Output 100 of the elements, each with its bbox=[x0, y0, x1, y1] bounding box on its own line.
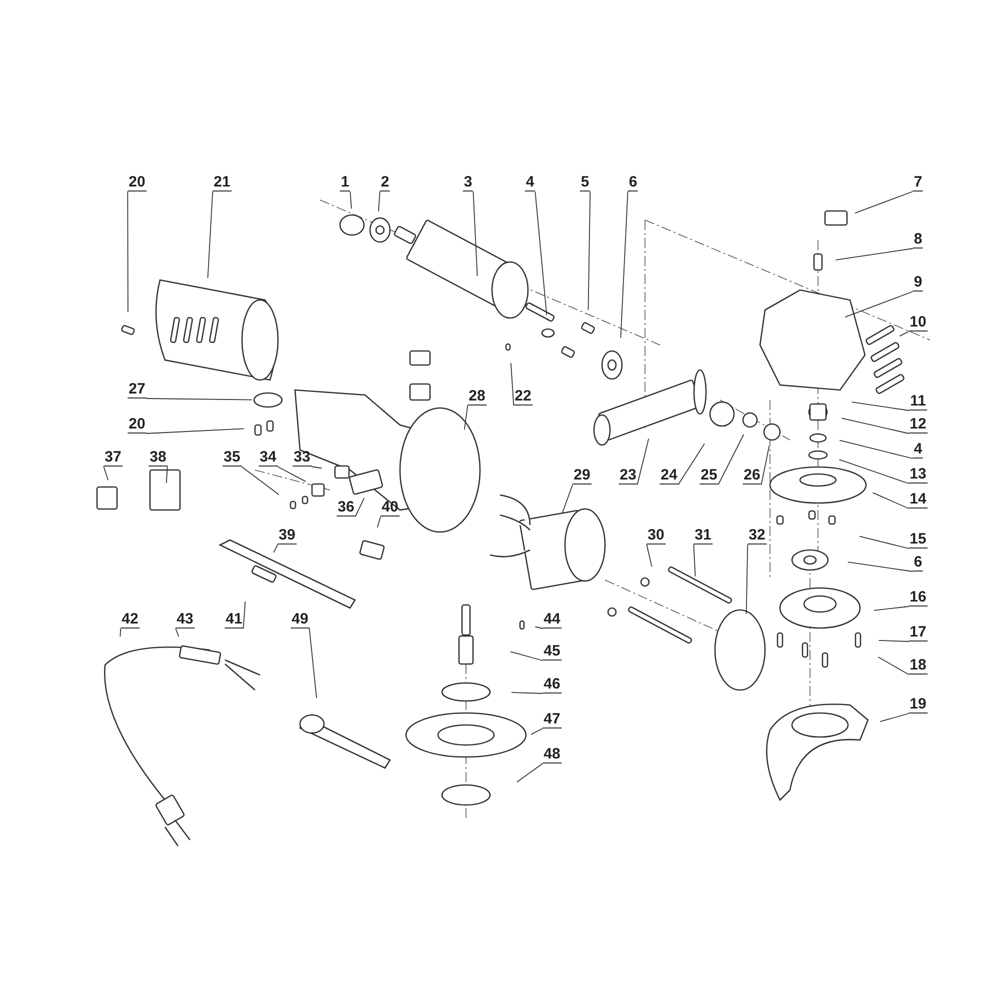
callout-number: 38 bbox=[148, 450, 168, 466]
callout-number: 16 bbox=[908, 590, 928, 606]
callout-number: 11 bbox=[909, 394, 927, 410]
callout-number: 48 bbox=[542, 746, 562, 764]
leader-line bbox=[678, 443, 705, 485]
leader-line bbox=[510, 651, 544, 661]
callout-number: 2 bbox=[380, 174, 390, 192]
callout-number: 43 bbox=[176, 612, 194, 628]
leader-line bbox=[899, 331, 910, 336]
leader-line bbox=[636, 438, 650, 485]
leader-line bbox=[350, 191, 352, 210]
leader-line bbox=[472, 191, 478, 276]
callout-number: 30 bbox=[646, 528, 666, 544]
leader-line bbox=[562, 484, 574, 514]
leader-line bbox=[838, 459, 910, 484]
leader-line bbox=[516, 763, 544, 782]
callout-number: 45 bbox=[542, 644, 562, 660]
callout-number: 22 bbox=[514, 388, 532, 406]
leader-line bbox=[718, 434, 744, 485]
callout-number: 8 bbox=[912, 232, 924, 248]
leader-line bbox=[530, 728, 544, 735]
leader-line bbox=[378, 191, 380, 212]
leader-line bbox=[746, 544, 748, 614]
leader-line bbox=[872, 492, 910, 509]
leader-line bbox=[354, 498, 365, 517]
callout-number: 1 bbox=[340, 174, 350, 192]
leader-line bbox=[760, 445, 770, 485]
callout-number: 49 bbox=[290, 612, 310, 628]
leader-line bbox=[878, 656, 910, 675]
callout-number: 47 bbox=[542, 712, 562, 728]
leader-line bbox=[851, 402, 910, 411]
callout-number: 46 bbox=[542, 676, 562, 694]
callout-number: 10 bbox=[908, 314, 928, 332]
callout-number: 3 bbox=[462, 174, 474, 192]
leader-line bbox=[103, 466, 109, 481]
callout-number: 39 bbox=[278, 528, 296, 544]
leader-line bbox=[242, 601, 246, 629]
callout-number: 24 bbox=[660, 468, 678, 484]
callout-number: 26 bbox=[742, 468, 762, 484]
callout-number: 36 bbox=[336, 500, 356, 516]
leader-line bbox=[310, 466, 322, 469]
callout-number: 44 bbox=[542, 612, 562, 628]
leader-line bbox=[146, 428, 244, 434]
leader-line bbox=[854, 191, 914, 214]
leader-line bbox=[207, 191, 214, 278]
callout-number: 20 bbox=[128, 416, 146, 434]
leader-line bbox=[273, 544, 278, 553]
callout-number: 14 bbox=[908, 492, 928, 508]
callout-number: 4 bbox=[912, 442, 924, 458]
leader-line bbox=[120, 628, 122, 637]
callout-number: 35 bbox=[222, 450, 242, 466]
callout-number: 18 bbox=[908, 658, 928, 674]
leader-line bbox=[510, 362, 514, 406]
leader-line bbox=[240, 466, 280, 496]
leader-line bbox=[127, 191, 128, 312]
leader-line bbox=[276, 466, 306, 482]
callout-number: 31 bbox=[694, 528, 712, 544]
leader-line bbox=[878, 640, 910, 642]
callout-number: 17 bbox=[908, 624, 928, 642]
leader-line bbox=[841, 418, 910, 434]
leader-line bbox=[588, 191, 591, 310]
callout-number: 25 bbox=[700, 468, 718, 484]
leader-line bbox=[646, 544, 652, 567]
callout-number: 5 bbox=[580, 174, 590, 192]
leader-line bbox=[844, 291, 914, 318]
leader-line bbox=[464, 405, 468, 430]
leader-line bbox=[376, 516, 382, 528]
callout-number: 33 bbox=[292, 450, 312, 466]
callout-number: 12 bbox=[908, 416, 928, 434]
callout-number: 13 bbox=[908, 466, 928, 484]
callout-number: 28 bbox=[468, 388, 486, 406]
callout-number: 32 bbox=[748, 528, 766, 544]
callout-number: 7 bbox=[912, 174, 924, 192]
leader-line bbox=[534, 191, 548, 316]
callout-number: 37 bbox=[104, 450, 122, 466]
callout-number: 4 bbox=[524, 174, 536, 192]
callout-number: 27 bbox=[128, 382, 146, 398]
leader-line bbox=[835, 248, 914, 260]
callout-number: 29 bbox=[572, 468, 592, 484]
callout-number: 23 bbox=[618, 468, 638, 484]
leader-line bbox=[534, 626, 544, 629]
leader-line bbox=[839, 440, 914, 459]
leader-line bbox=[859, 536, 910, 549]
leader-line bbox=[873, 606, 910, 611]
callout-number: 6 bbox=[628, 174, 638, 192]
callout-number: 42 bbox=[120, 612, 140, 628]
callout-number: 34 bbox=[258, 450, 278, 466]
leader-line bbox=[166, 466, 168, 484]
leader-line bbox=[880, 713, 910, 722]
leader-line bbox=[146, 398, 252, 400]
leader-line bbox=[175, 628, 180, 637]
callout-number: 21 bbox=[212, 174, 232, 192]
callout-number: 15 bbox=[908, 532, 928, 548]
leader-line bbox=[693, 544, 696, 577]
callout-number: 9 bbox=[912, 274, 924, 292]
leader-line bbox=[510, 692, 544, 694]
leader-line bbox=[847, 562, 914, 572]
callout-number: 40 bbox=[380, 500, 400, 516]
callout-number: 6 bbox=[912, 554, 924, 572]
callout-number: 19 bbox=[908, 696, 928, 714]
